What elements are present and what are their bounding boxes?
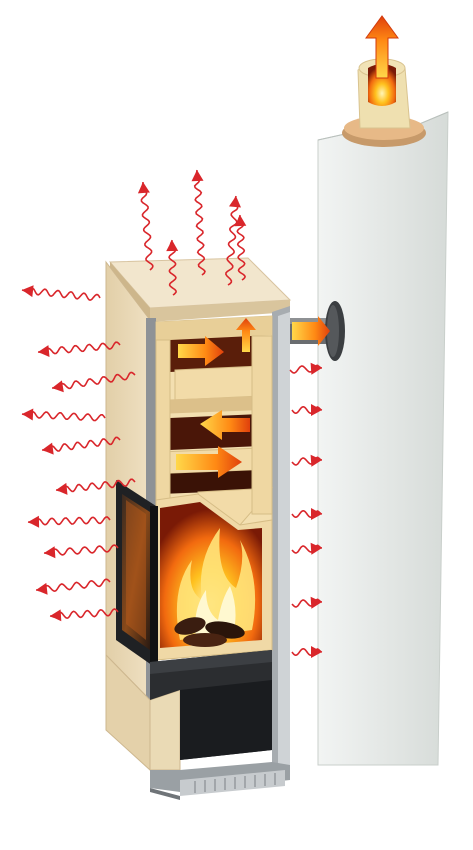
stove-base — [150, 762, 290, 800]
heat-radiation-arrow-head — [56, 482, 68, 495]
heat-radiation-arrow-line — [55, 478, 136, 493]
heat-radiation-arrow-line — [42, 436, 121, 452]
chimney-flue-top — [342, 58, 426, 147]
heat-radiation-arrow-head — [310, 362, 322, 375]
stove-door — [116, 480, 158, 668]
heat-radiation-arrow-icon — [21, 408, 106, 422]
connector-pipe — [288, 301, 345, 361]
heat-radiation-arrow-icon — [234, 214, 247, 281]
firebox — [155, 493, 273, 661]
heat-radiation-arrow-line — [49, 608, 119, 620]
heat-radiation-arrow-line — [291, 510, 323, 518]
heat-radiation-arrow-icon — [289, 362, 322, 375]
heat-radiation-arrow-line — [27, 516, 111, 526]
stove — [105, 257, 292, 800]
heat-radiation-arrow-icon — [225, 195, 241, 286]
heat-radiation-arrow-line — [225, 195, 239, 286]
heat-radiation-arrow-line — [21, 287, 101, 301]
heat-radiation-arrow-head — [311, 646, 322, 658]
heat-radiation-arrow-icon — [291, 542, 322, 555]
firewood — [174, 617, 245, 647]
heat-radiation-arrow-line — [36, 578, 111, 593]
heat-radiation-arrow-line — [52, 371, 136, 390]
heat-radiation-arrow-icon — [21, 285, 101, 301]
heat-radiation-arrow-line — [193, 169, 206, 276]
heat-radiation-arrow-icon — [36, 578, 111, 595]
heat-radiation-arrow-head — [229, 196, 241, 208]
heat-radiation-arrow-icon — [52, 371, 136, 393]
heat-radiation-arrow-head — [44, 546, 56, 559]
heat-radiation-arrow-icon — [37, 341, 121, 357]
heat-radiation-arrow-head — [42, 442, 54, 455]
ash-compartment — [150, 650, 272, 760]
heat-radiation-arrow-icon — [27, 515, 111, 528]
heat-radiation-arrow-head — [310, 454, 322, 467]
heat-radiation-arrow-head — [22, 408, 34, 421]
heat-radiation-arrow-icon — [291, 404, 323, 416]
heat-radiation-arrow-head — [311, 508, 322, 520]
heat-radiation-arrow-head — [311, 404, 322, 416]
heat-radiation-arrow-head — [166, 240, 179, 252]
heat-radiation-arrow-icon — [55, 478, 136, 495]
heat-radiation-arrow-head — [38, 345, 50, 357]
heat-radiation-arrow-head — [310, 596, 322, 609]
heat-radiation-arrow-head — [234, 215, 247, 227]
heat-radiation-arrow-icon — [191, 169, 206, 276]
heat-radiation-arrow-head — [137, 182, 150, 194]
heat-radiation-arrow-icon — [42, 436, 121, 455]
heat-radiation-arrow-line — [43, 544, 119, 556]
heat-radiation-arrow-head — [22, 285, 34, 298]
heat-radiation-arrows — [21, 169, 323, 658]
heat-radiation-arrow-icon — [291, 596, 322, 609]
heat-radiation-arrow-head — [28, 515, 40, 528]
heat-radiation-arrow-line — [37, 341, 121, 355]
heat-radiation-arrow-icon — [49, 608, 119, 622]
heat-radiation-arrow-icon — [291, 508, 323, 520]
heat-radiation-arrow-icon — [137, 181, 154, 271]
internal-flue-arrows — [176, 318, 256, 478]
heat-radiation-arrow-line — [291, 648, 323, 656]
heat-radiation-arrow-head — [36, 582, 48, 595]
heat-radiation-arrow-line — [291, 406, 323, 414]
heat-radiation-arrow-head — [52, 380, 64, 393]
heat-radiation-arrow-head — [191, 170, 204, 182]
heat-radiation-arrow-line — [140, 181, 154, 271]
heat-radiation-arrow-head — [50, 609, 62, 622]
heat-radiation-arrow-icon — [166, 239, 179, 296]
heat-radiation-arrow-line — [21, 410, 106, 422]
heat-radiation-arrow-icon — [291, 646, 323, 658]
flue-gas-arrow — [365, 15, 399, 79]
chimney — [317, 15, 449, 766]
heat-radiation-arrow-icon — [291, 454, 322, 467]
heat-radiation-arrow-icon — [43, 544, 119, 559]
heat-radiation-arrow-head — [310, 542, 322, 555]
